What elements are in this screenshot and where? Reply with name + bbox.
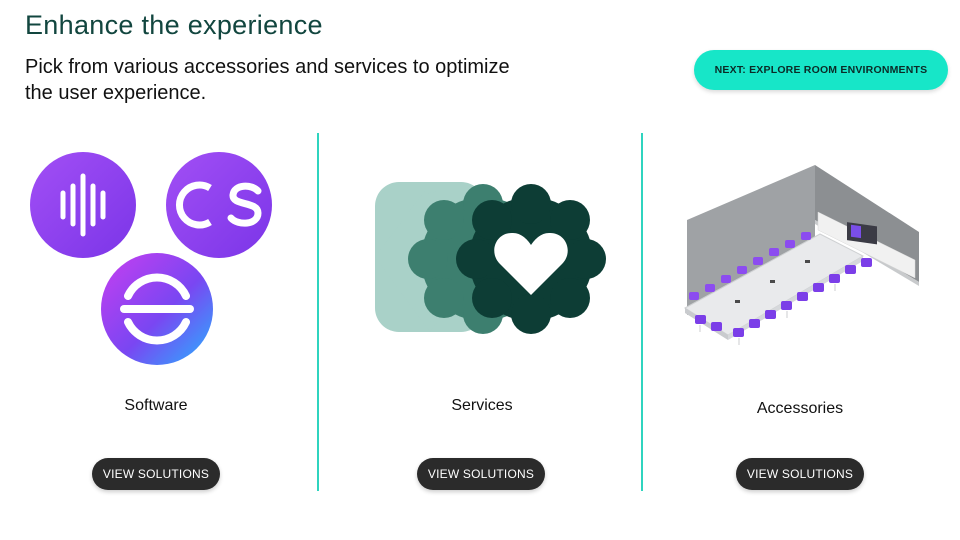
conference-room-illustration <box>684 165 919 345</box>
services-view-solutions-button[interactable]: VIEW SOLUTIONS <box>417 458 545 490</box>
page-title: Enhance the experience <box>25 10 323 40</box>
column-divider-right <box>641 133 643 491</box>
os-logo-icon <box>166 152 272 258</box>
column-label-accessories: Accessories <box>756 400 844 417</box>
next-explore-room-environments-button[interactable]: NEXT: EXPLORE ROOM ENVIRONMENTS <box>694 50 948 90</box>
column-divider-left <box>317 133 319 491</box>
heart-icon <box>494 232 568 295</box>
column-label-software: Software <box>124 397 188 414</box>
software-icons <box>30 152 272 365</box>
page-subtitle: Pick from various accessories and servic… <box>25 56 510 104</box>
audio-waveform-icon <box>30 152 136 258</box>
column-label-services: Services <box>451 397 513 414</box>
software-view-solutions-button[interactable]: VIEW SOLUTIONS <box>92 458 220 490</box>
accessories-view-solutions-button[interactable]: VIEW SOLUTIONS <box>736 458 864 490</box>
services-heart-badges <box>375 182 606 334</box>
sync-logo-icon <box>101 253 213 365</box>
